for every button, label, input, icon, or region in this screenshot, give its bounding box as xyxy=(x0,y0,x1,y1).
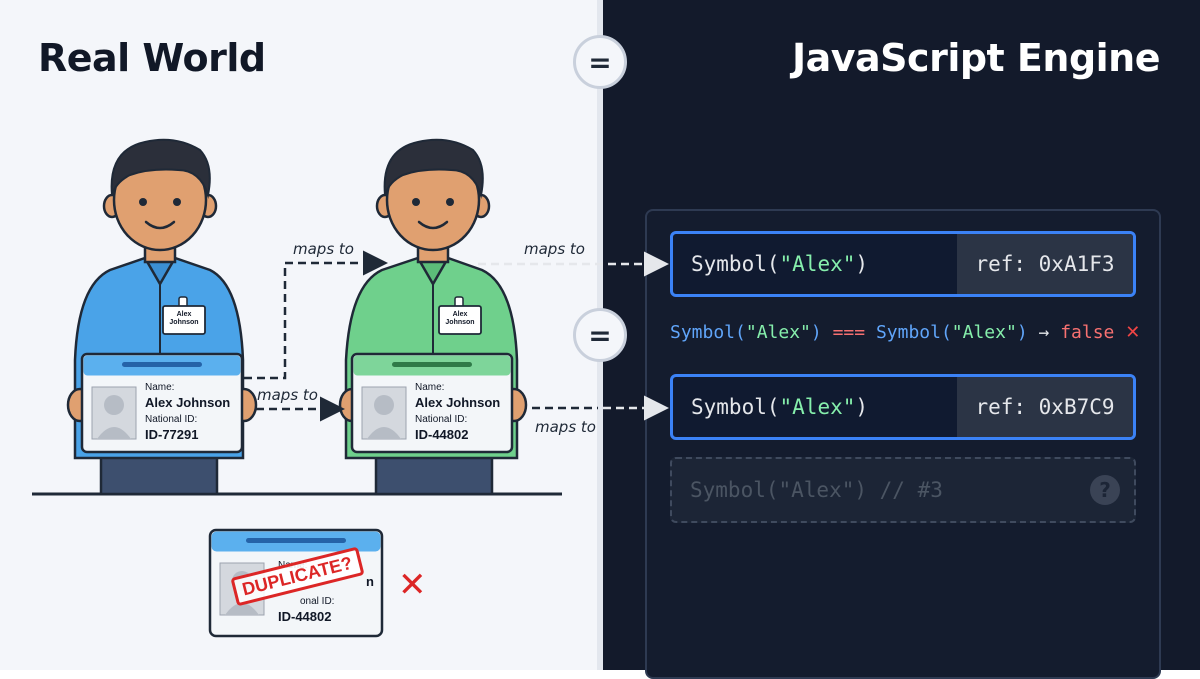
comparison-operator: === xyxy=(832,322,866,343)
comparison-rhs-arg: "Alex" xyxy=(951,322,1017,343)
badge-line-1: Alex xyxy=(452,311,468,318)
card-1-name: Alex Johnson xyxy=(145,395,231,410)
comparison-rhs-prefix: Symbol( xyxy=(875,322,952,343)
question-icon: ? xyxy=(1090,475,1120,505)
id-card-1 xyxy=(80,352,244,454)
badge-line-1: Alex xyxy=(176,311,192,318)
person-1-badge: Alex Johnson xyxy=(165,311,203,327)
maps-to-label-middle: maps to xyxy=(257,386,318,404)
card-2-id: ID-44802 xyxy=(415,427,469,442)
javascript-engine-title: JavaScript Engine xyxy=(791,36,1161,80)
symbol-comparison: Symbol("Alex") === Symbol("Alex") → fals… xyxy=(670,322,1140,343)
ghost-symbol-code: Symbol("Alex") // #3 xyxy=(690,478,943,502)
symbol-1-suffix: ) xyxy=(855,252,869,276)
cross-icon: ✕ xyxy=(398,565,427,605)
card-1-id-label: National ID: xyxy=(145,414,198,425)
card-2-id-label: National ID: xyxy=(415,414,468,425)
card-1-id: ID-77291 xyxy=(145,427,199,442)
symbol-2-code: Symbol("Alex") xyxy=(691,377,868,437)
comparison-lhs-arg: "Alex" xyxy=(745,322,811,343)
badge-line-2: Johnson xyxy=(445,319,475,326)
ghost-symbol-box: Symbol("Alex") // #3 ? xyxy=(670,457,1136,523)
comparison-lhs-suffix: ) xyxy=(810,322,822,343)
equals-icon: = xyxy=(573,35,627,89)
maps-to-label-top-right: maps to xyxy=(524,240,585,258)
equals-icon-middle: = xyxy=(573,308,627,362)
maps-to-label-top-left: maps to xyxy=(293,240,354,258)
card-1-name-label: Name: xyxy=(145,382,175,393)
comparison-lhs-prefix: Symbol( xyxy=(670,322,746,343)
comparison-result: false xyxy=(1060,322,1115,343)
arrow-person1-to-person2-top xyxy=(244,250,388,380)
maps-to-label-bottom-right: maps to xyxy=(535,418,596,436)
symbol-2-suffix: ) xyxy=(855,395,869,419)
symbol-2-prefix: Symbol( xyxy=(691,395,780,419)
symbol-1-prefix: Symbol( xyxy=(691,252,780,276)
arrow-icon: → xyxy=(1038,322,1050,343)
person-2-badge: Alex Johnson xyxy=(441,311,479,327)
symbol-2-arg: "Alex" xyxy=(779,395,856,419)
duplicate-card-name-partial: n xyxy=(366,574,374,589)
card-2-name-label: Name: xyxy=(415,382,445,393)
symbol-box-1: Symbol("Alex") ref: 0xA1F3 xyxy=(670,231,1136,297)
duplicate-card-id: ID-44802 xyxy=(278,609,332,624)
symbol-1-ref: ref: 0xA1F3 xyxy=(957,234,1133,294)
duplicate-card-id-label: onal ID: xyxy=(300,596,335,607)
id-card-2 xyxy=(350,352,514,454)
symbol-1-code: Symbol("Alex") xyxy=(691,234,868,294)
symbol-box-2: Symbol("Alex") ref: 0xB7C9 xyxy=(670,374,1136,440)
symbol-1-arg: "Alex" xyxy=(779,252,856,276)
comparison-rhs-suffix: ) xyxy=(1016,322,1028,343)
card-2-name: Alex Johnson xyxy=(415,395,501,410)
symbol-2-ref: ref: 0xB7C9 xyxy=(957,377,1133,437)
cross-icon-comparison: ✕ xyxy=(1125,322,1141,343)
real-world-title: Real World xyxy=(38,36,266,80)
badge-line-2: Johnson xyxy=(169,319,199,326)
